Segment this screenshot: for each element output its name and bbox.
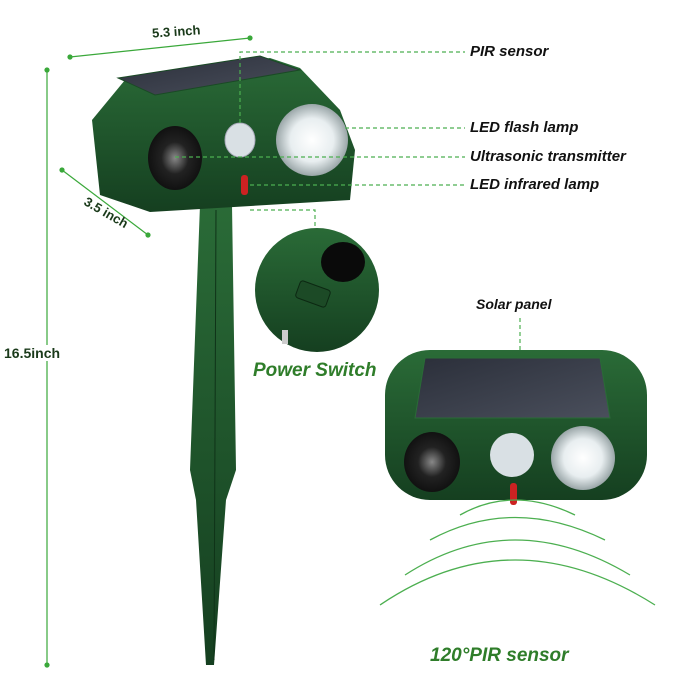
solar-panel-label: Solar panel [476,296,552,312]
pir-range-label: 120°PIR sensor [430,645,569,666]
callout-lines [175,51,521,356]
pir-sensor-label: PIR sensor [470,43,549,60]
power-switch-closeup [255,228,379,352]
led-infrared-lamp-label: LED infrared lamp [470,176,600,193]
ground-stake [190,205,236,665]
pir-range-arcs [379,499,656,606]
power-switch-label: Power Switch [253,360,377,381]
ultrasonic-transmitter-label: Ultrasonic transmitter [470,148,626,165]
led-flash-lamp-label: LED flash lamp [470,119,579,136]
main-device [92,55,355,212]
dimension-lines [44,35,253,668]
second-device [385,350,647,505]
height-dimension: 16.5inch [4,345,61,361]
